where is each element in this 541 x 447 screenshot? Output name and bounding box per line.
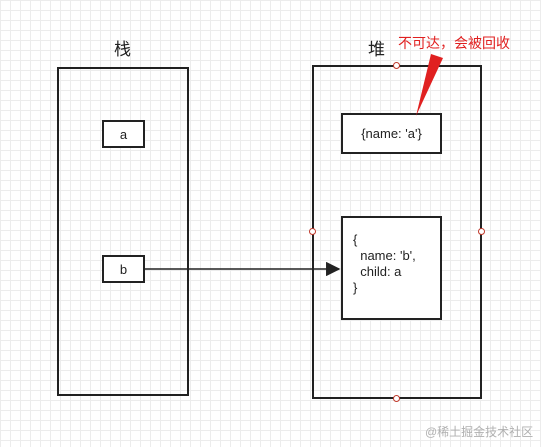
- heap-object-b[interactable]: { name: 'b', child: a }: [341, 216, 442, 320]
- resize-handle-top[interactable]: [393, 62, 400, 69]
- heap-object-b-line: }: [353, 280, 358, 295]
- annotation-arrow: [416, 54, 443, 116]
- heap-title: 堆: [368, 40, 385, 59]
- heap-object-b-line: name: 'b',: [353, 248, 416, 263]
- heap-object-a[interactable]: {name: 'a'}: [341, 113, 442, 154]
- unreachable-annotation: 不可达，会被回收: [398, 35, 510, 51]
- heap-object-b-line: child: a: [353, 264, 402, 279]
- heap-object-b-line: {: [353, 232, 358, 247]
- stack-title: 栈: [114, 40, 131, 59]
- resize-handle-bottom[interactable]: [393, 395, 400, 402]
- watermark: @稀土掘金技术社区: [425, 425, 534, 439]
- stack-var-a[interactable]: a: [102, 120, 145, 148]
- resize-handle-left[interactable]: [309, 228, 316, 235]
- stack-region[interactable]: [57, 67, 189, 396]
- resize-handle-right[interactable]: [478, 228, 485, 235]
- stack-var-b[interactable]: b: [102, 255, 145, 283]
